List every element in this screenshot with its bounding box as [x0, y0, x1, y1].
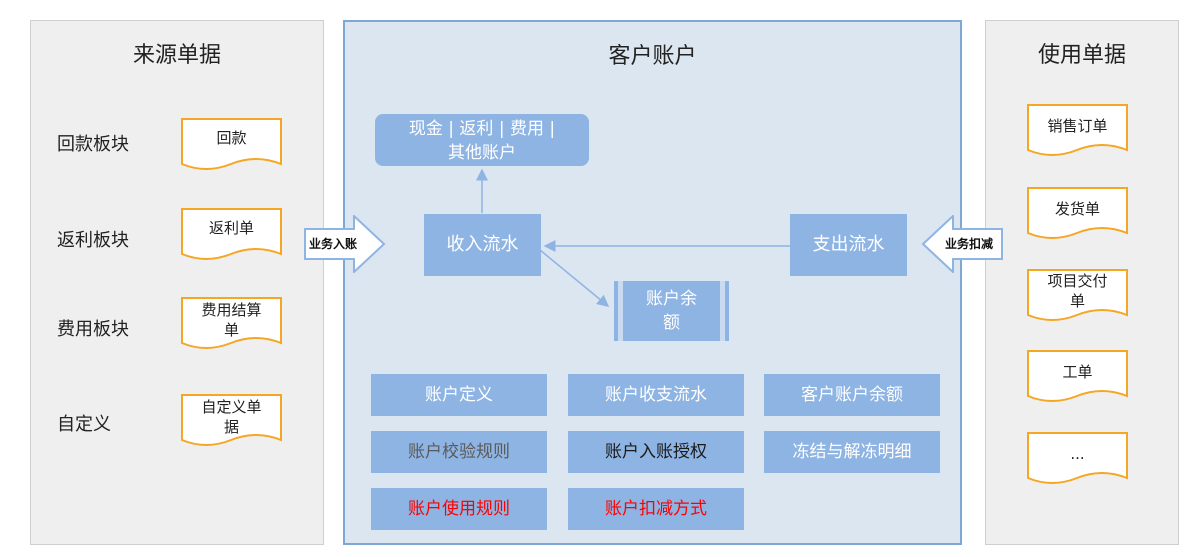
document-custom-line2: 据	[223, 418, 239, 436]
left-arrow-icon	[921, 215, 1003, 273]
account-deduction-method-button[interactable]: 账户扣减方式	[568, 488, 744, 530]
account-types-line2: 其他账户	[448, 143, 516, 163]
document-more: ...	[1027, 432, 1128, 488]
document-project-delivery: 项目交付 单	[1027, 269, 1128, 325]
usage-documents-title: 使用单据	[1037, 43, 1126, 68]
document-work-order: 工单	[1027, 350, 1128, 406]
right-arrow-icon	[304, 215, 386, 273]
account-types-box: 现金 | 返利 | 费用 | 其他账户	[375, 114, 589, 166]
row-label-payment: 回款板块	[57, 134, 129, 155]
account-usage-rules-button[interactable]: 账户使用规则	[371, 488, 547, 530]
document-expense-settlement-line2: 单	[223, 321, 239, 339]
document-custom: 自定义单 据	[181, 394, 282, 450]
document-shape	[1027, 269, 1128, 321]
document-project-delivery-line2: 单	[1069, 292, 1085, 310]
document-shape	[1027, 187, 1128, 239]
income-flow-box: 收入流水	[424, 214, 541, 276]
source-documents-title: 来源单据	[132, 43, 221, 68]
account-entry-authorization-button[interactable]: 账户入账授权	[568, 431, 744, 473]
document-payment-label: 回款	[216, 129, 247, 147]
document-expense-settlement-line1: 费用结算	[201, 301, 262, 319]
document-sales-order-label: 销售订单	[1047, 117, 1108, 135]
row-label-custom: 自定义	[57, 414, 111, 435]
account-definition-button[interactable]: 账户定义	[371, 374, 547, 416]
inbound-arrow-label: 业务入账	[309, 237, 358, 251]
document-shape	[181, 118, 282, 170]
document-custom-line1: 自定义单	[201, 398, 262, 416]
document-project-delivery-line1: 项目交付	[1047, 272, 1108, 290]
row-label-rebate: 返利板块	[57, 230, 129, 251]
account-balance-box: 账户余 额	[614, 281, 729, 341]
document-rebate: 返利单	[181, 208, 282, 264]
document-payment: 回款	[181, 118, 282, 174]
document-shape	[1027, 350, 1128, 402]
account-income-expense-flow-button[interactable]: 账户收支流水	[568, 374, 744, 416]
document-shape	[181, 394, 282, 446]
account-balance-line2: 额	[663, 313, 680, 333]
freeze-unfreeze-details-button[interactable]: 冻结与解冻明细	[764, 431, 940, 473]
account-balance-line1: 账户余	[646, 289, 697, 309]
document-shape	[181, 208, 282, 260]
document-shape	[181, 297, 282, 349]
document-more-label: ...	[1070, 445, 1085, 463]
balance-box-left-bar	[618, 281, 623, 341]
source-documents-panel: 来源单据	[30, 20, 324, 545]
document-work-order-label: 工单	[1062, 363, 1093, 381]
document-shape	[1027, 104, 1128, 156]
customer-account-balance-button[interactable]: 客户账户余额	[764, 374, 940, 416]
account-types-line1: 现金 | 返利 | 费用 |	[408, 119, 556, 139]
account-balance-label: 账户余 额	[628, 287, 715, 335]
document-rebate-label: 返利单	[208, 219, 254, 237]
document-delivery-note: 发货单	[1027, 187, 1128, 243]
document-sales-order: 销售订单	[1027, 104, 1128, 160]
inbound-arrow: 业务入账	[304, 215, 386, 273]
account-validation-rules-button[interactable]: 账户校验规则	[371, 431, 547, 473]
document-shape	[1027, 432, 1128, 484]
document-delivery-note-label: 发货单	[1054, 200, 1100, 218]
income-to-balance-connector	[539, 249, 610, 307]
row-label-expense: 费用板块	[57, 319, 129, 340]
outbound-arrow: 业务扣减	[921, 215, 1003, 273]
outbound-arrow-label: 业务扣减	[945, 237, 994, 251]
document-expense-settlement: 费用结算 单	[181, 297, 282, 353]
balance-box-right-bar	[720, 281, 725, 341]
expense-flow-box: 支出流水	[790, 214, 907, 276]
customer-account-title: 客户账户	[608, 44, 697, 69]
